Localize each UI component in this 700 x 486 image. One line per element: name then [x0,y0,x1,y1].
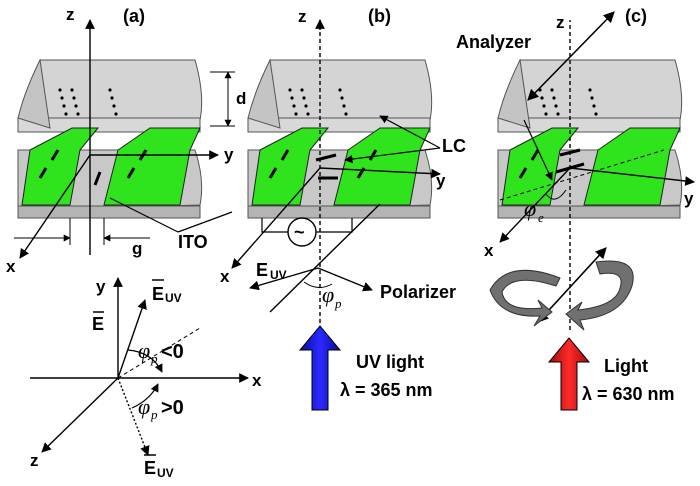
polarizer-direction [317,267,373,292]
ito-electrode-b-right [333,127,431,206]
rotation-arrow-right-icon [565,260,634,331]
y-axis-c [569,167,695,186]
light-wavelength-label: λ = 630 nm [582,384,675,404]
x-axis-c [499,167,571,243]
polarizer-line [269,203,381,313]
uv-wavelength-label: λ = 365 nm [340,380,433,400]
panel-a-tag: (a) [123,6,145,26]
panel-a-x-label: x [6,257,16,276]
inset-euv-label: E [152,284,164,304]
panel-b-tag: (b) [368,6,391,26]
ito-electrode-right [103,127,201,206]
uv-light-label: UV light [356,352,424,372]
ito-label: ITO [178,232,208,252]
inset-phi-pos: φ [138,394,150,419]
panel-b: ~ (b) z y x LC E UV φ p Polarizer UV lig… [220,6,466,411]
inset-phi-neg: φ [138,338,150,363]
inset-euv-up-vector [117,299,147,379]
inset-phi-pos-sub: p [150,407,158,422]
panel-a: (a) z y x d g ITO [6,5,246,276]
ac-source-icon [287,217,317,247]
rotation-arrow-left-icon [489,269,561,327]
panel-c-tag: (c) [625,6,647,26]
lc-dots-b [288,88,348,116]
euv-sub: UV [270,268,287,282]
ito-electrode-c-left [501,127,580,206]
panel-a-g-label: g [132,239,142,258]
x-axis-a [19,154,91,259]
euv-label: E [256,260,268,280]
inset-phi-neg-rel: <0 [161,341,184,363]
ito-electrode-left [21,127,100,206]
inset-euv-down-vector [117,377,150,456]
phi-p-label: φ [322,282,334,307]
uv-light-arrow [298,325,342,411]
phi-e-label: φ [524,196,536,221]
light-arrow [547,337,591,411]
lc-molecules-a [38,149,148,186]
lc-dots-a [58,88,118,116]
panel-b-y-label: y [436,171,446,190]
panel-c-x-label: x [484,241,494,260]
ito-electrode-c-right [583,127,681,206]
panel-a-d-label: d [236,89,246,108]
inset-z-label: z [30,451,39,470]
phi-e-sub: e [538,210,544,225]
panel-c: (c) z y x Analyzer φ e Light λ = 630 nm [456,6,695,411]
x-axis-b [231,167,321,269]
panel-a-y-label: y [224,145,234,164]
lc-label: LC [442,136,466,156]
light-label: Light [604,356,648,376]
axes-inset: y x z E E UV E UV φ p <0 φ p >0 [30,277,262,480]
analyzer-label: Analyzer [456,32,531,52]
inset-z-axis [41,377,119,453]
inset-euv2-label: E [144,458,156,478]
analyzer-direction [527,11,615,101]
inset-x-label: x [252,371,262,390]
polarizer-label: Polarizer [380,282,456,302]
y-axis-b [319,167,441,179]
panel-a-z-label: z [66,5,75,24]
inset-euv-sub: UV [165,291,182,305]
ac-symbol: ~ [294,222,305,242]
panel-b-x-label: x [220,267,230,286]
inset-phi-pos-rel: >0 [161,397,184,419]
ito-electrode-b-left [251,127,330,206]
inset-euv2-sub: UV [157,466,174,480]
phi-p-sub: p [334,296,342,311]
inset-y-label: y [96,277,106,296]
panel-c-z-label: z [556,13,565,32]
inset-e-label: E [92,314,104,334]
inset-phi-neg-sub: p [150,351,158,366]
panel-b-z-label: z [298,7,307,26]
panel-c-y-label: y [684,189,694,208]
